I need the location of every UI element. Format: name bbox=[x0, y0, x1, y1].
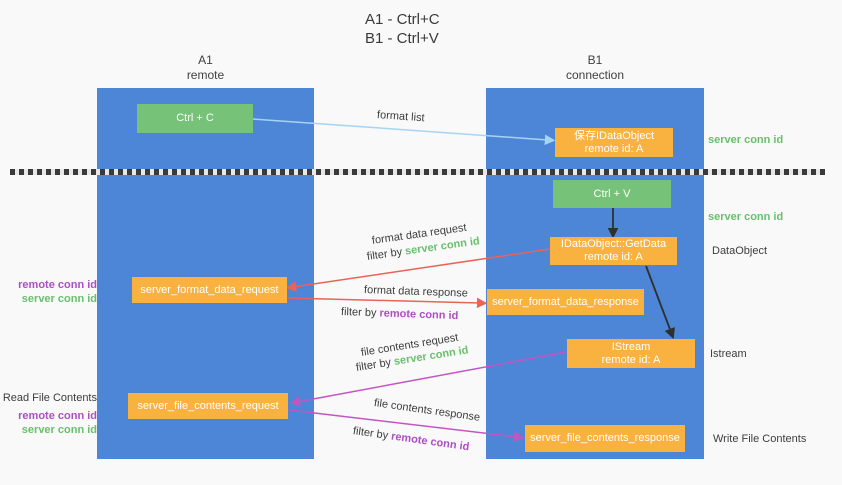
label-remote-conn-id-left-1: remote conn id bbox=[18, 279, 97, 291]
label-format-list: format list bbox=[376, 109, 425, 125]
label-remote-conn-id-left-2: remote conn id bbox=[18, 410, 97, 422]
node-server-format-data-request-label: server_format_data_request bbox=[140, 283, 279, 296]
filter-by-text: filter by bbox=[340, 306, 380, 320]
node-server-format-data-response-label: server_format_data_response bbox=[492, 295, 639, 308]
lane-a1-name: A1 bbox=[198, 53, 213, 67]
lane-b1-subtitle: connection bbox=[565, 68, 625, 82]
node-ctrl-c: Ctrl + C bbox=[137, 104, 253, 133]
node-save-idataobject: 保存IDataObject remote id: A bbox=[555, 128, 673, 157]
label-format-data-response: format data response bbox=[363, 284, 469, 300]
label-server-conn-id-top-right: server conn id bbox=[708, 134, 784, 146]
node-ctrl-c-label: Ctrl + C bbox=[176, 112, 214, 124]
node-istream: IStream remote id: A bbox=[567, 339, 695, 368]
node-save-idataobject-remote-id: remote id: A bbox=[584, 142, 644, 155]
title-line-b1: B1 - Ctrl+V bbox=[365, 30, 439, 47]
label-filter-by-remote-conn-id-2: filter by remote conn id bbox=[352, 425, 470, 453]
label-istream: Istream bbox=[710, 348, 747, 360]
left-conn-id-pair-file: remote conn id server conn id bbox=[0, 409, 97, 437]
node-server-format-data-response: server_format_data_response bbox=[487, 289, 644, 315]
node-server-file-contents-request: server_file_contents_request bbox=[128, 393, 288, 419]
node-server-file-contents-request-label: server_file_contents_request bbox=[137, 399, 279, 412]
node-save-idataobject-title: 保存IDataObject bbox=[573, 129, 655, 142]
label-filter-by-remote-conn-id-1: filter by remote conn id bbox=[341, 306, 459, 322]
filter-by-text: filter by bbox=[352, 425, 392, 443]
node-idataobject-getdata-title: IDataObject::GetData bbox=[560, 238, 667, 250]
label-server-conn-id-left-1: server conn id bbox=[21, 293, 97, 305]
phase-divider-dotted-line bbox=[10, 169, 825, 175]
lane-b1-name: B1 bbox=[587, 53, 603, 67]
node-ctrl-v: Ctrl + V bbox=[553, 180, 671, 208]
title-line-a1: A1 - Ctrl+C bbox=[365, 11, 440, 28]
label-write-file-contents: Write File Contents bbox=[713, 433, 807, 445]
remote-conn-id-text: remote conn id bbox=[379, 307, 459, 323]
label-server-conn-id-mid-right: server conn id bbox=[708, 211, 784, 223]
lane-a1-subtitle: remote bbox=[186, 68, 225, 82]
label-file-contents-response: file contents response bbox=[373, 397, 481, 424]
label-server-conn-id-left-2: server conn id bbox=[21, 424, 97, 436]
filter-by-text: filter by bbox=[366, 245, 406, 263]
node-server-file-contents-response-label: server_file_contents_response bbox=[530, 432, 680, 444]
node-server-format-data-request: server_format_data_request bbox=[132, 277, 287, 303]
node-ctrl-v-label: Ctrl + V bbox=[593, 187, 631, 200]
node-idataobject-getdata-remote-id: remote id: A bbox=[584, 251, 643, 263]
node-istream-remote-id: remote id: A bbox=[601, 353, 661, 366]
node-server-file-contents-response: server_file_contents_response bbox=[525, 425, 685, 452]
left-conn-id-pair-format: remote conn id server conn id bbox=[0, 278, 97, 306]
label-read-file-contents: Read File Contents bbox=[2, 392, 97, 404]
diagram-title: A1 - Ctrl+C B1 - Ctrl+V bbox=[365, 10, 440, 48]
node-idataobject-getdata: IDataObject::GetData remote id: A bbox=[550, 237, 677, 265]
lane-header-b1: B1 connection bbox=[486, 53, 704, 83]
remote-conn-id-text: remote conn id bbox=[390, 430, 471, 454]
label-dataobject: DataObject bbox=[712, 245, 768, 257]
lane-header-a1: A1 remote bbox=[97, 53, 314, 83]
node-istream-title: IStream bbox=[611, 340, 651, 353]
